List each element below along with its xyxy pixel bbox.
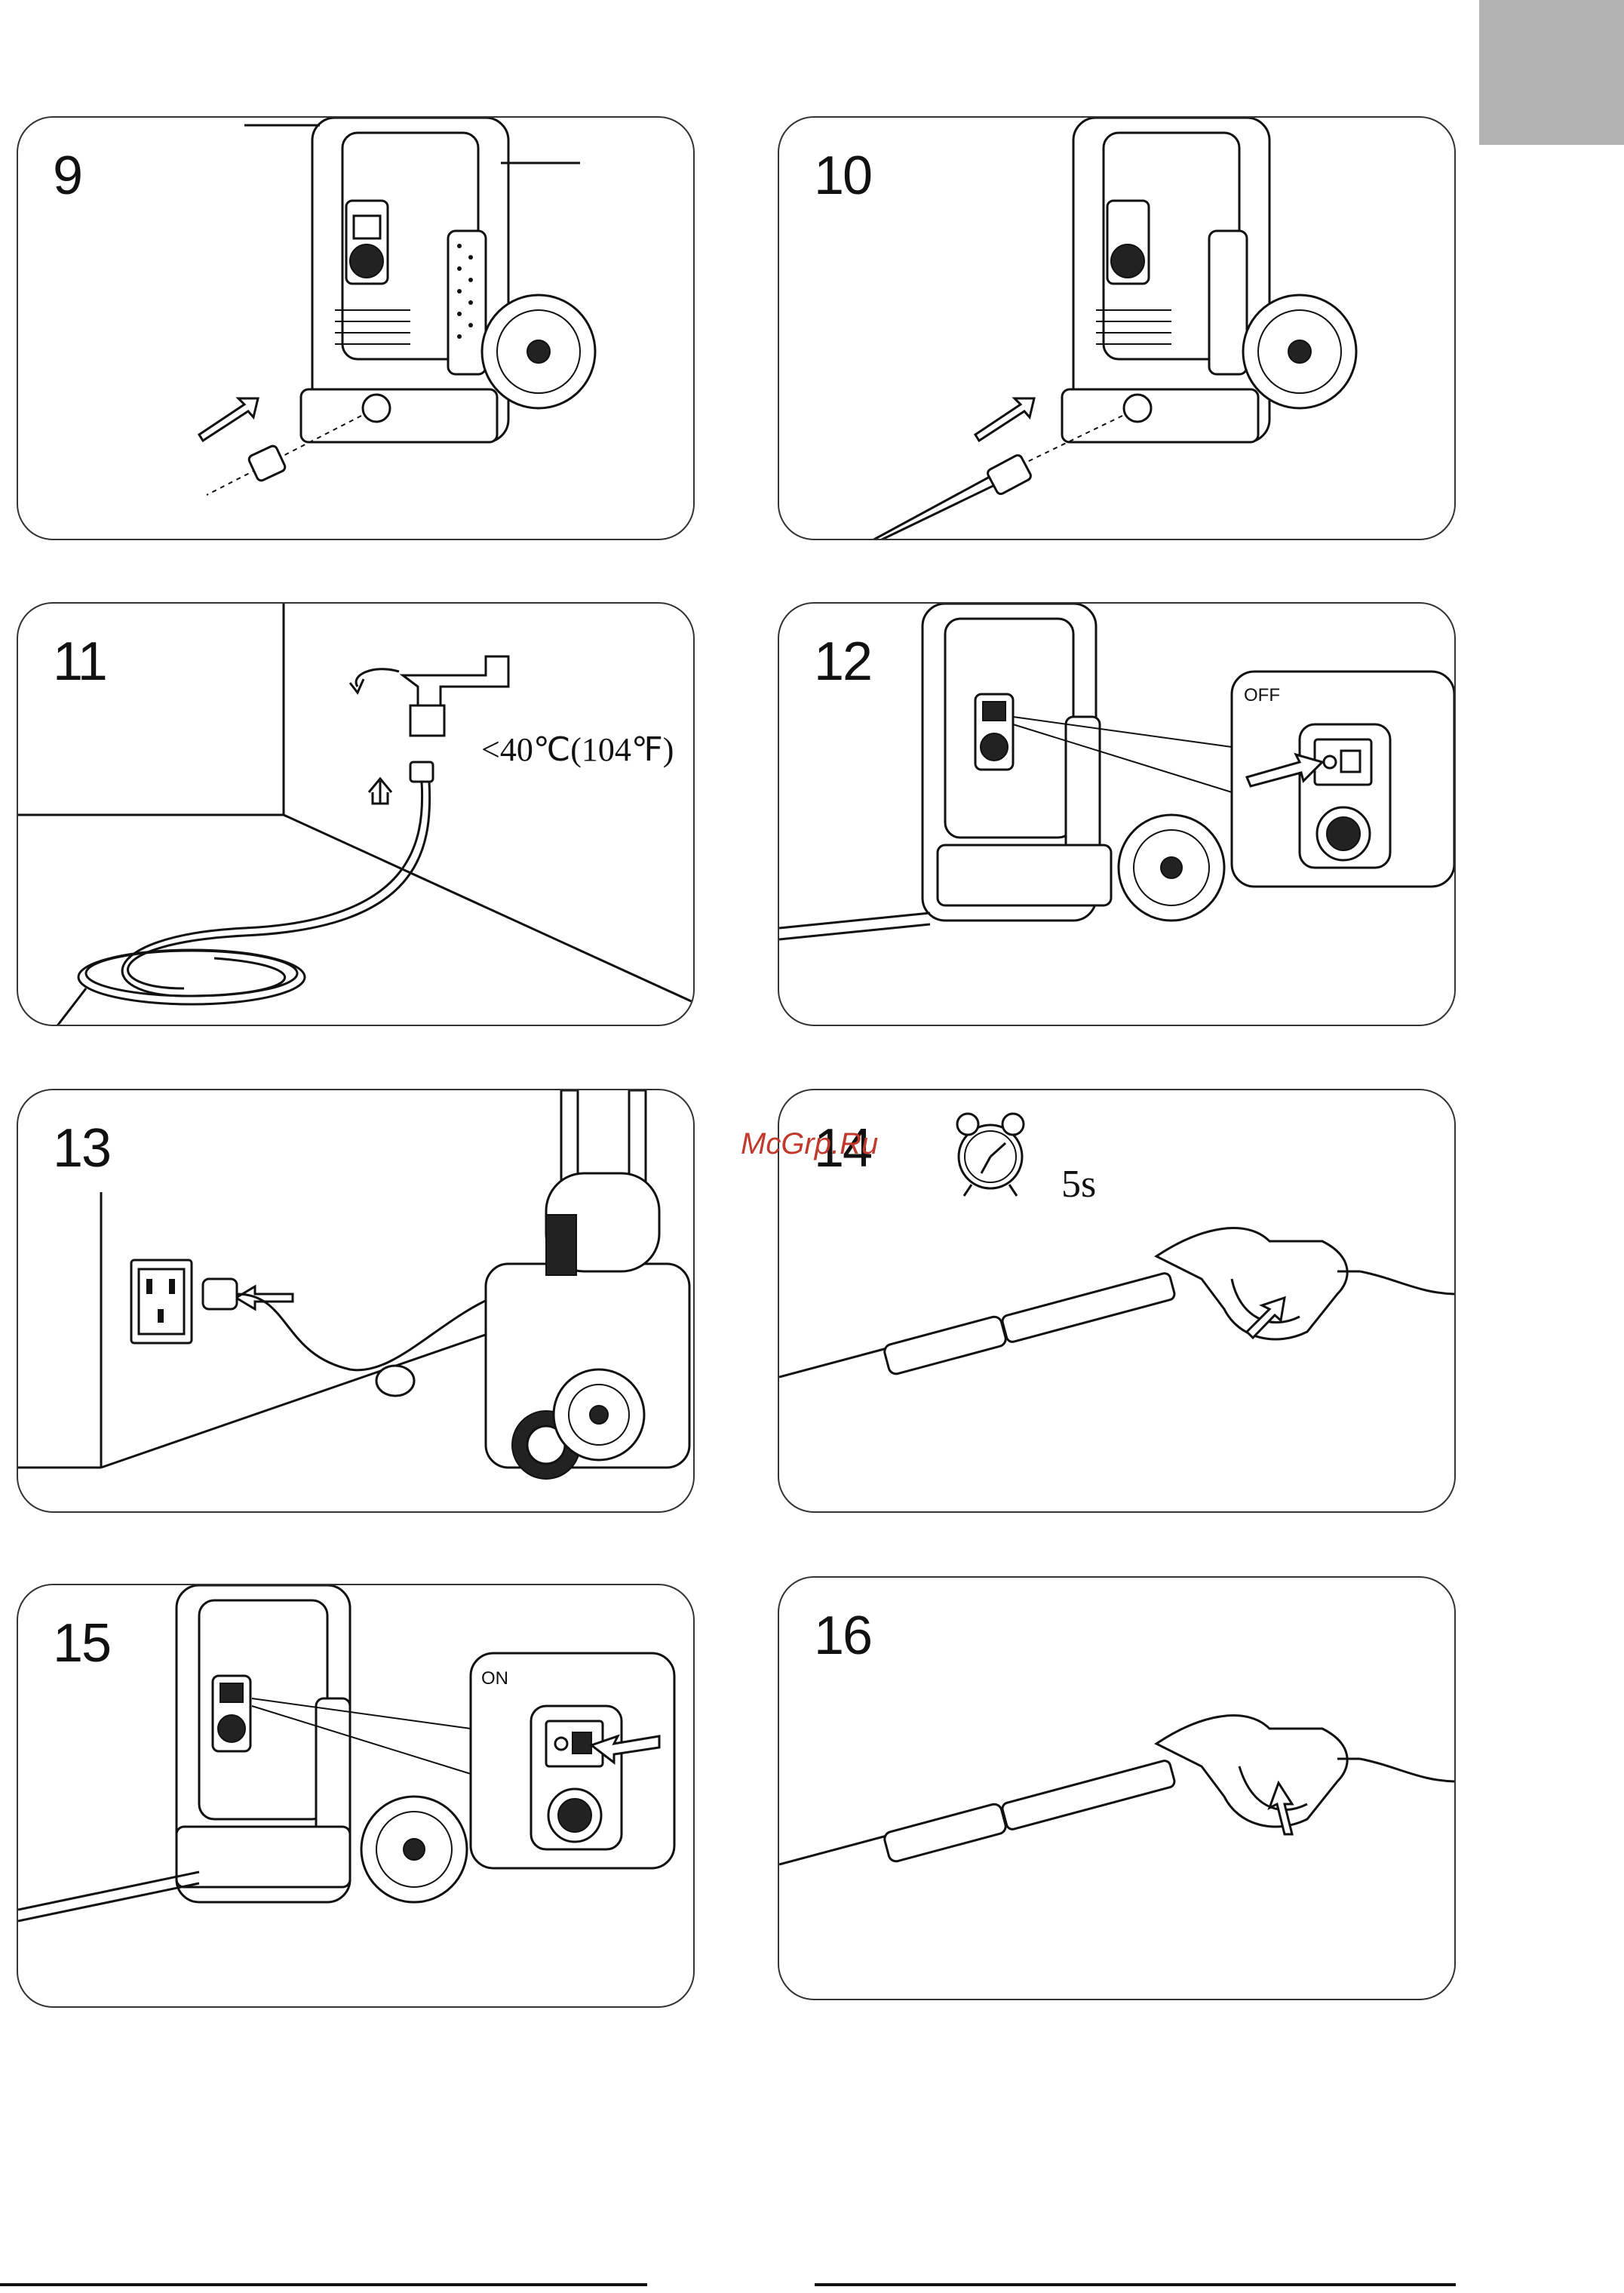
bottom-rule-left — [0, 2283, 647, 2286]
section-tab — [1479, 0, 1624, 145]
plug-in-socket-illustration — [18, 1090, 695, 1513]
temperature-limit: <40℃(104℉) — [481, 730, 674, 769]
power-switch-off-illustration — [779, 604, 1456, 1026]
step-panel-11: 11 <40℃(104℉) — [17, 602, 695, 1026]
switch-state-label: OFF — [1244, 685, 1280, 706]
hold-duration: 5s — [1061, 1162, 1096, 1206]
power-switch-on-illustration — [18, 1585, 695, 2008]
trigger-gun-illustration — [779, 1090, 1456, 1513]
pressure-washer-hose-connect-illustration — [779, 118, 1456, 540]
step-panel-10: 10 — [778, 116, 1456, 540]
pressure-washer-inlet-illustration — [18, 118, 695, 540]
switch-state-label: ON — [481, 1668, 508, 1689]
step-panel-12: 12 OFF — [778, 602, 1456, 1026]
bottom-rule-right — [815, 2283, 1456, 2286]
tap-hose-illustration — [18, 604, 695, 1026]
step-panel-15: 15 ON — [17, 1584, 695, 2008]
trigger-release-illustration — [779, 1578, 1456, 2000]
step-panel-16: 16 — [778, 1576, 1456, 2000]
watermark: McGrp.Ru — [741, 1127, 878, 1161]
step-panel-14: 14 5s — [778, 1089, 1456, 1513]
step-panel-9: 9 — [17, 116, 695, 540]
step-panel-13: 13 — [17, 1089, 695, 1513]
